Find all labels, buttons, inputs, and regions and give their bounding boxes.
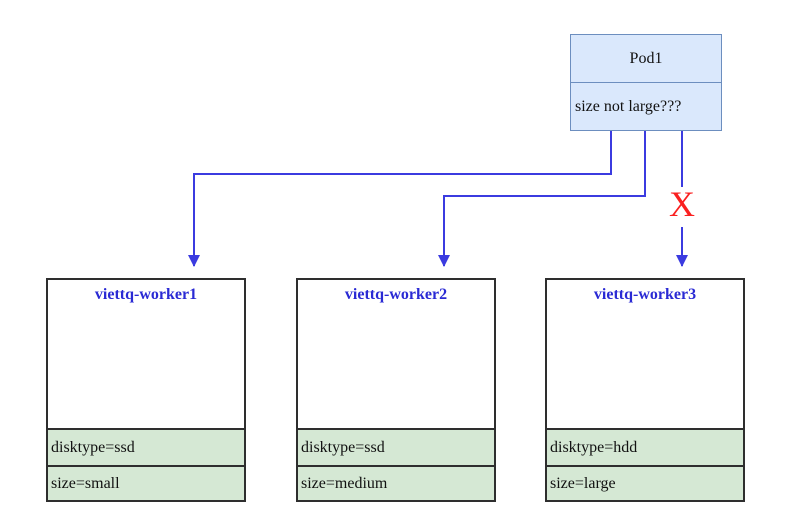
worker-node-box-2: viettq-worker2 disktype=ssd size=medium <box>296 278 496 502</box>
worker-size-label: size=medium <box>298 465 494 500</box>
reject-x-mark: X <box>669 184 695 224</box>
worker-size-label: size=small <box>48 465 244 500</box>
worker-size-label: size=large <box>547 465 743 500</box>
worker-node-box-1: viettq-worker1 disktype=ssd size=small <box>46 278 246 502</box>
worker-title-area: viettq-worker2 <box>298 280 494 428</box>
arrow-pod-to-worker1 <box>188 131 612 267</box>
worker-title-area: viettq-worker1 <box>48 280 244 428</box>
worker-name: viettq-worker2 <box>344 286 448 303</box>
worker-title-area: viettq-worker3 <box>547 280 743 428</box>
worker-name: viettq-worker1 <box>94 286 198 303</box>
worker-disktype-label: disktype=ssd <box>298 428 494 465</box>
pod-node-box: Pod1 size not large??? <box>570 34 722 131</box>
arrow-pod-to-worker2 <box>438 131 646 267</box>
worker-name: viettq-worker3 <box>593 286 697 303</box>
worker-node-box-3: viettq-worker3 disktype=hdd size=large <box>545 278 745 502</box>
worker-disktype-label: disktype=hdd <box>547 428 743 465</box>
pod-affinity-label: size not large??? <box>575 97 682 115</box>
pod-title: Pod1 <box>571 35 721 83</box>
worker-disktype-label: disktype=ssd <box>48 428 244 465</box>
